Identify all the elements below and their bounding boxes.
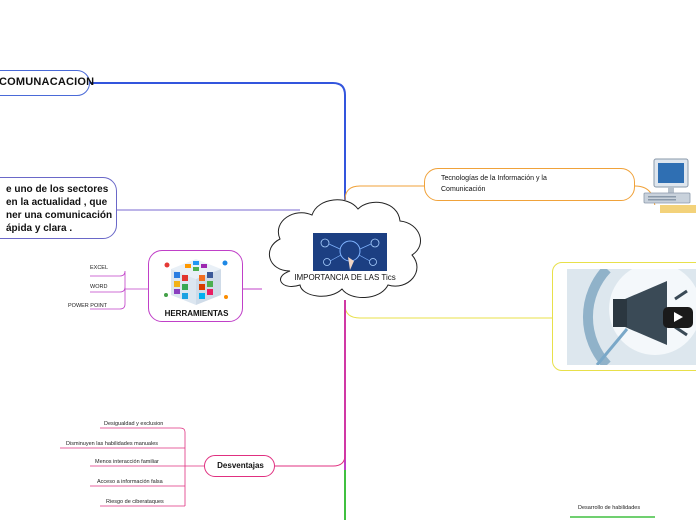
definicion-line-2: en la actualidad , que: [6, 197, 108, 208]
connector-tecnologias: [344, 185, 424, 201]
connector-comunicacion: [90, 82, 346, 200]
leaf-excel[interactable]: EXCEL: [90, 265, 109, 271]
topic-herramientas-label: HERRAMIENTAS: [164, 309, 229, 318]
video-node[interactable]: [552, 262, 696, 371]
connector-herramientas-leaves: [90, 270, 148, 310]
connector-video: [344, 304, 552, 319]
topic-herramientas[interactable]: HERRAMIENTAS: [148, 250, 243, 322]
topic-comunicacion[interactable]: COMUNACACION: [0, 70, 94, 96]
topic-tecnologias[interactable]: Tecnologías de la Información y la Comun…: [424, 168, 635, 201]
tecnologias-line-1: Tecnologías de la Información y la: [441, 175, 547, 182]
topic-definicion[interactable]: e uno de los sectores en la actualidad ,…: [0, 177, 117, 239]
connector-desventajas-leaves: [60, 427, 204, 507]
app-cube-icon: [164, 259, 228, 305]
topic-desventajas[interactable]: Desventajas: [204, 455, 275, 477]
leaf-disminuyen-habilidades[interactable]: Disminuyen las habilidades manuales: [66, 441, 159, 447]
central-topic-title: IMPORTANCIA DE LAS Tics: [294, 273, 396, 282]
leaf-word[interactable]: WORD: [90, 284, 108, 290]
leaf-acceso-informacion[interactable]: Acceso a información falsa: [97, 479, 163, 485]
leaf-riesgo-ciberataques[interactable]: Riesgo de ciberataques: [106, 499, 164, 505]
topic-desventajas-label: Desventajas: [217, 461, 264, 470]
leaf-desarrollo-habilidades[interactable]: Desarrollo de habilidades: [578, 505, 641, 511]
leaf-desigualdad[interactable]: Desigualdad y exclusion: [104, 421, 164, 427]
network-icon: [320, 238, 380, 270]
connector-desventajas: [275, 300, 346, 467]
definicion-line-1: e uno de los sectores: [6, 184, 109, 195]
topic-comunicacion-label: COMUNACACION: [0, 76, 95, 88]
computer-icon: [630, 158, 696, 213]
play-button[interactable]: [663, 307, 693, 328]
central-tech-image: [313, 233, 387, 271]
definicion-line-3: ner una comunicación: [6, 210, 113, 221]
tecnologias-line-2: Comunicación: [441, 186, 486, 193]
definicion-line-4: ápida y clara .: [6, 223, 73, 234]
leaf-menos-interaccion[interactable]: Menos interacción familiar: [95, 459, 159, 465]
video-thumbnail: [567, 269, 696, 365]
megaphone-icon: [567, 269, 696, 365]
leaf-power-point[interactable]: POWER POINT: [68, 303, 108, 309]
